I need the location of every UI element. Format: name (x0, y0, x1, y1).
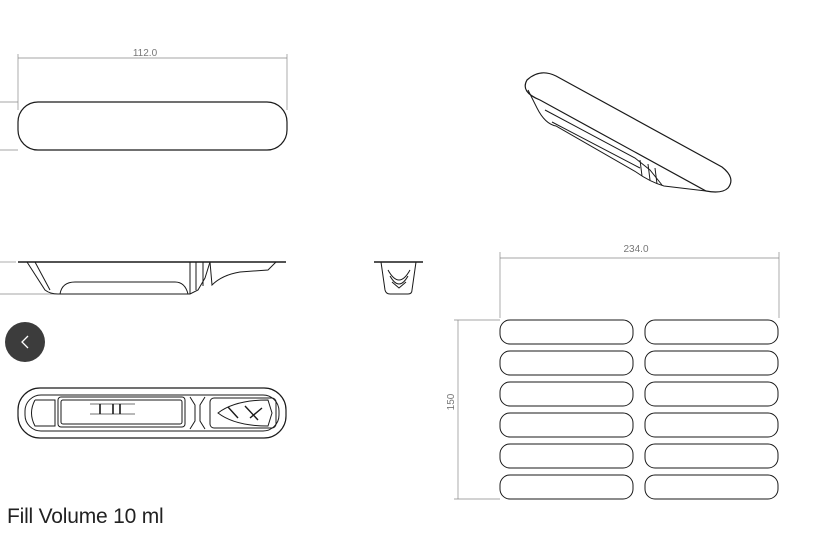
side-view (0, 261, 286, 295)
end-view (374, 261, 423, 295)
isometric-view (524, 72, 732, 193)
tray-layout (454, 252, 780, 500)
tray-height-dimension: 150 (446, 393, 457, 410)
length-dimension: 112.0 (133, 48, 158, 59)
bottom-view (17, 387, 287, 439)
carousel-prev-button[interactable] (5, 322, 45, 362)
top-view (0, 54, 288, 151)
chevron-left-icon (21, 335, 29, 349)
fill-volume-caption: Fill Volume 10 ml (7, 505, 164, 528)
tray-width-dimension: 234.0 (623, 244, 648, 255)
